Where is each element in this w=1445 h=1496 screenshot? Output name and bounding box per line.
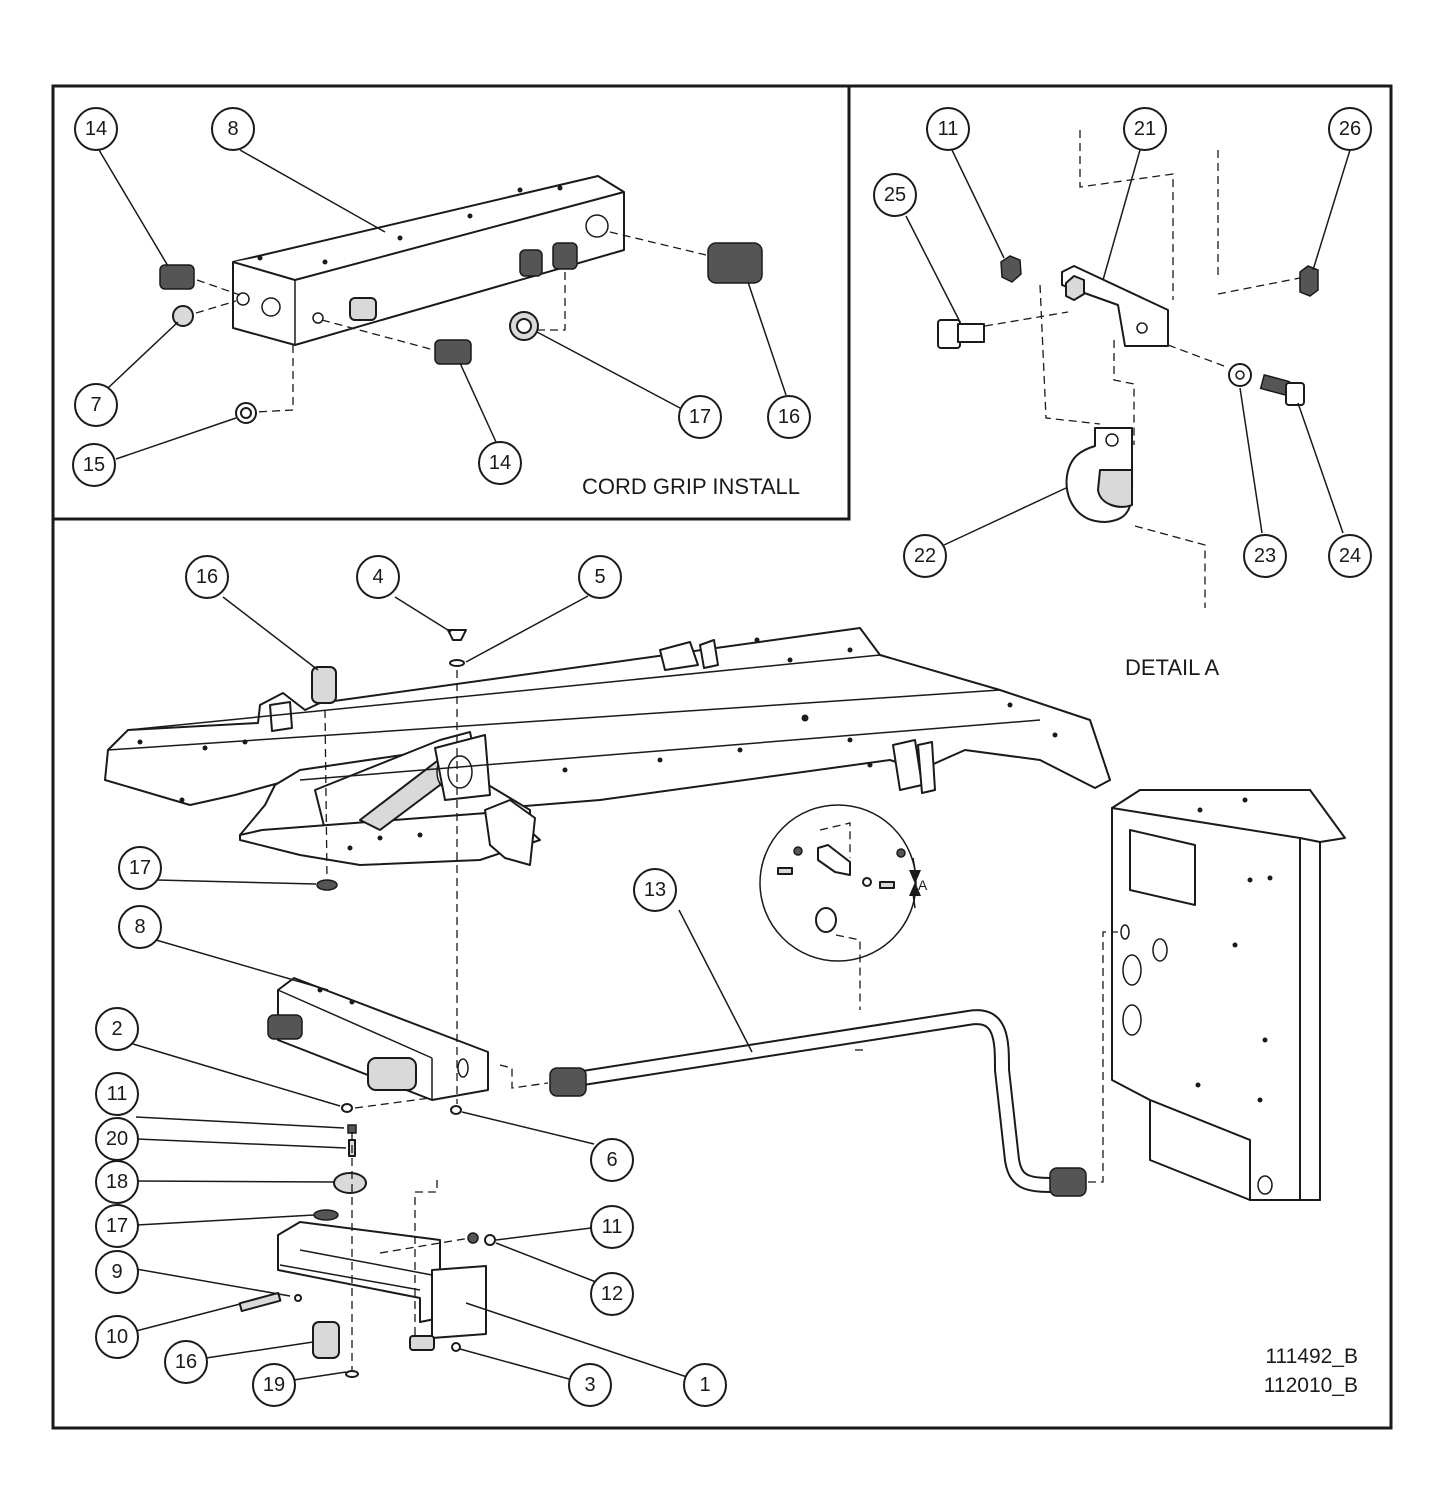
- svg-text:4: 4: [372, 566, 383, 588]
- svg-text:19: 19: [263, 1374, 285, 1396]
- balloon-inset-15: 15: [72, 443, 116, 487]
- inset-dashed-paths: [195, 231, 707, 413]
- balloon-main-10: 10: [95, 1315, 139, 1359]
- balloon-inset-7: 7: [74, 383, 118, 427]
- svg-text:18: 18: [106, 1171, 128, 1193]
- balloon-inset-14-bottom: 14: [478, 441, 522, 485]
- balloon-main-5: 5: [578, 555, 622, 599]
- balloon-main-11-right: 11: [590, 1205, 634, 1249]
- balloon-inset-16: 16: [767, 395, 811, 439]
- svg-text:5: 5: [594, 566, 605, 588]
- cord-grip-inset-frame: [51, 84, 851, 521]
- balloon-main-18: 18: [95, 1160, 139, 1204]
- balloon-main-1: 1: [683, 1363, 727, 1407]
- main-leaders: [132, 595, 753, 1382]
- svg-text:8: 8: [227, 118, 238, 140]
- balloon-inset-17: 17: [678, 395, 722, 439]
- detail-parts: [937, 255, 1319, 523]
- balloon-main-4: 4: [356, 555, 400, 599]
- balloon-main-2: 2: [95, 1007, 139, 1051]
- svg-text:16: 16: [778, 406, 800, 428]
- svg-text:21: 21: [1134, 118, 1156, 140]
- svg-text:11: 11: [107, 1083, 128, 1105]
- control-box: [1111, 789, 1346, 1201]
- balloon-detail-26: 26: [1328, 107, 1372, 151]
- svg-text:10: 10: [106, 1326, 128, 1348]
- svg-text:16: 16: [196, 566, 218, 588]
- svg-text:17: 17: [106, 1215, 128, 1237]
- balloon-main-11-left: 11: [95, 1072, 139, 1116]
- junction-box: [267, 977, 489, 1101]
- balloon-main-8: 8: [118, 905, 162, 949]
- svg-text:12: 12: [601, 1283, 623, 1305]
- svg-text:24: 24: [1339, 545, 1361, 567]
- balloon-main-19: 19: [252, 1363, 296, 1407]
- frame-top-fasteners: [311, 629, 467, 891]
- balloon-main-20: 20: [95, 1117, 139, 1161]
- balloon-main-16-top: 16: [185, 555, 229, 599]
- svg-text:8: 8: [134, 916, 145, 938]
- svg-text:3: 3: [584, 1374, 595, 1396]
- detail-a-label: DETAIL A: [1125, 655, 1219, 680]
- cord-grip-install-label: CORD GRIP INSTALL: [582, 474, 800, 499]
- svg-text:7: 7: [90, 394, 101, 416]
- inset-cord-grip-parts: [159, 242, 763, 424]
- svg-text:14: 14: [489, 452, 511, 474]
- bracket: [277, 1221, 487, 1351]
- balloon-detail-23: 23: [1243, 534, 1287, 578]
- svg-text:15: 15: [83, 454, 105, 476]
- balloon-inset-8: 8: [211, 107, 255, 151]
- svg-text:13: 13: [644, 879, 666, 901]
- main-dashed-paths: [324, 670, 1118, 1370]
- balloon-main-9: 9: [95, 1250, 139, 1294]
- balloon-detail-22: 22: [903, 534, 947, 578]
- balloon-detail-24: 24: [1328, 534, 1372, 578]
- section-marker-a: A: [918, 877, 928, 893]
- svg-text:14: 14: [85, 118, 107, 140]
- svg-text:16: 16: [175, 1351, 197, 1373]
- svg-text:23: 23: [1254, 545, 1276, 567]
- svg-text:17: 17: [129, 857, 151, 879]
- drawing-number-2: 112010_B: [1264, 1374, 1358, 1397]
- svg-text:9: 9: [111, 1261, 122, 1283]
- balloon-main-17-bottom: 17: [95, 1204, 139, 1248]
- drawing-number-1: 111492_B: [1265, 1345, 1358, 1368]
- balloon-main-17-top: 17: [118, 846, 162, 890]
- balloon-main-3: 3: [568, 1363, 612, 1407]
- balloon-detail-11: 11: [926, 107, 970, 151]
- balloon-detail-25: 25: [873, 173, 917, 217]
- balloon-main-16-bottom: 16: [164, 1340, 208, 1384]
- conduit: [549, 1009, 1087, 1197]
- balloon-detail-21: 21: [1123, 107, 1167, 151]
- svg-text:20: 20: [106, 1128, 128, 1150]
- inset-junction-box: [232, 175, 625, 346]
- svg-text:17: 17: [689, 406, 711, 428]
- svg-text:1: 1: [699, 1374, 710, 1396]
- detail-a-callout: A: [759, 804, 928, 1010]
- detail-leaders: [905, 149, 1351, 546]
- mounting-frame: [104, 627, 1111, 866]
- svg-text:11: 11: [938, 118, 959, 140]
- svg-text:25: 25: [884, 184, 906, 206]
- svg-text:11: 11: [602, 1216, 623, 1238]
- svg-text:22: 22: [914, 545, 936, 567]
- balloon-main-13: 13: [633, 868, 677, 912]
- svg-text:6: 6: [606, 1149, 617, 1171]
- inset-leaders: [98, 149, 787, 460]
- balloon-main-12: 12: [590, 1272, 634, 1316]
- svg-text:26: 26: [1339, 118, 1361, 140]
- svg-text:2: 2: [111, 1018, 122, 1040]
- detail-dashed-mount: [984, 130, 1301, 608]
- balloon-inset-14-top: 14: [74, 107, 118, 151]
- balloon-main-6: 6: [590, 1138, 634, 1182]
